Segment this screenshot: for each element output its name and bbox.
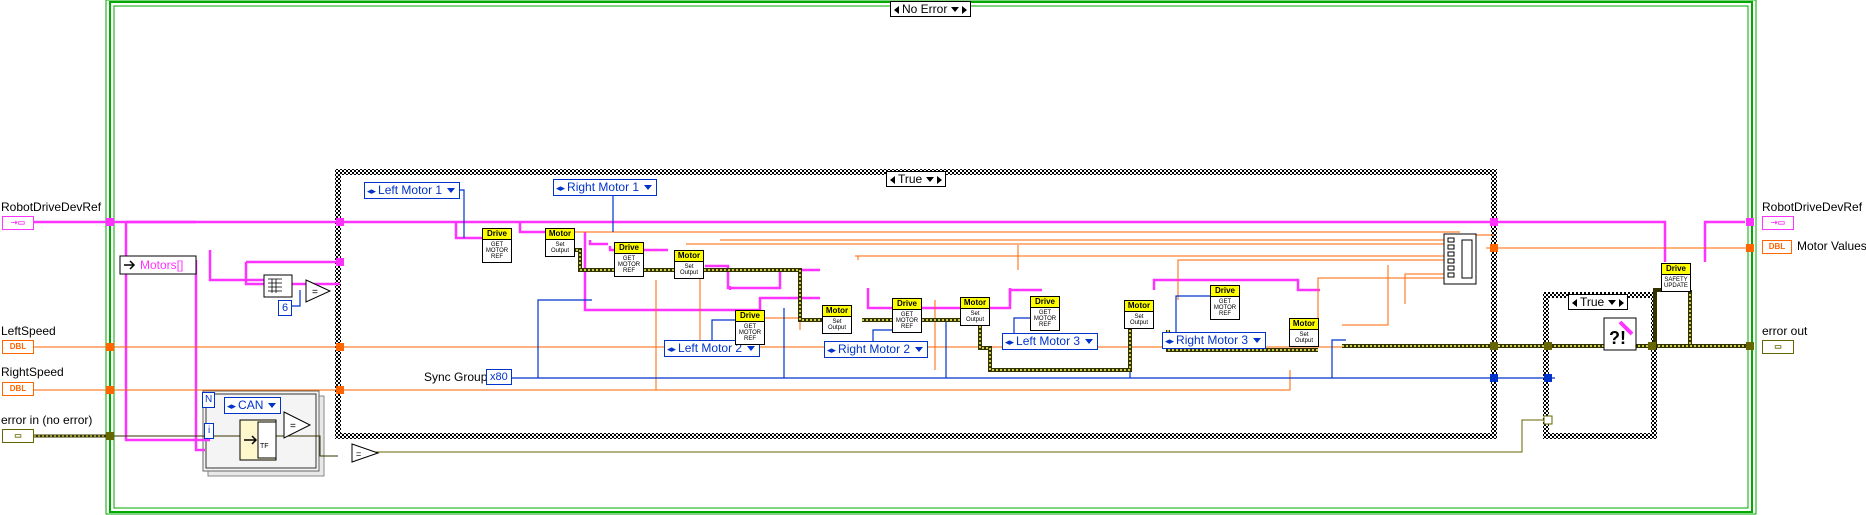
left-speed-label: LeftSpeed (1, 324, 56, 338)
robot-drive-ref-out-terminal[interactable]: ⇢▭ (1762, 216, 1794, 230)
loop-count-terminal[interactable]: N (202, 392, 216, 408)
equal-node-bottom[interactable]: = (283, 411, 312, 439)
svg-text:TF: TF (260, 443, 269, 450)
prev-case-icon[interactable] (1572, 298, 1577, 307)
not-node[interactable]: = (351, 443, 380, 463)
right-speed-terminal[interactable]: DBL (2, 382, 34, 396)
robot-drive-ref-out-label: RobotDriveDevRef (1762, 200, 1863, 214)
right-speed-label: RightSpeed (1, 365, 64, 379)
sync-group-label: Sync Group (424, 370, 488, 384)
int-wires (282, 189, 1555, 379)
tunnels (106, 218, 1754, 440)
right-case-structure[interactable] (1543, 292, 1657, 439)
chevron-down-icon[interactable] (1608, 300, 1617, 306)
error-handler-node[interactable]: ?! (1603, 317, 1637, 351)
outer-case-selector[interactable]: No Error (890, 1, 972, 17)
right-motor-3-enum[interactable]: ◂▸Right Motor 3 (1162, 332, 1267, 349)
equal-node-top[interactable]: = (305, 279, 332, 303)
prev-case-icon[interactable] (890, 175, 895, 184)
svg-text:=: = (290, 421, 296, 432)
robot-drive-ref-in-label: RobotDriveDevRef (1, 200, 102, 214)
error-out-label: error out (1762, 324, 1808, 338)
constant-six[interactable]: 6 (278, 300, 293, 316)
left-speed-terminal[interactable]: DBL (2, 340, 34, 354)
loop-iteration-terminal: i (204, 423, 215, 439)
next-case-icon[interactable] (1619, 298, 1625, 307)
chevron-down-icon (1085, 339, 1094, 345)
right-motor-2-enum[interactable]: ◂▸Right Motor 2 (824, 341, 929, 358)
motors-unbundle-node[interactable] (119, 255, 197, 275)
left-motor-1-enum[interactable]: ◂▸Left Motor 1 (364, 182, 461, 199)
error-in-label: error in (no error) (1, 413, 93, 427)
next-case-icon[interactable] (962, 5, 968, 14)
motor-values-label: Motor Values (1797, 239, 1866, 253)
loop-cluster[interactable]: TF (239, 419, 277, 461)
sync-group-constant[interactable]: x80 (486, 369, 512, 385)
error-in-terminal[interactable]: ▭ (2, 429, 34, 443)
svg-text:=: = (356, 449, 361, 459)
right-motor-1-enum[interactable]: ◂▸Right Motor 1 (553, 179, 658, 196)
chevron-down-icon (1253, 338, 1262, 344)
next-case-icon[interactable] (937, 175, 943, 184)
build-array-node[interactable] (1443, 233, 1477, 285)
left-motor-2-enum[interactable]: ◂▸Left Motor 2 (664, 340, 761, 357)
error-out-terminal[interactable]: ▭ (1762, 340, 1794, 354)
left-motor-3-enum[interactable]: ◂▸Left Motor 3 (1002, 333, 1099, 350)
prev-case-icon[interactable] (894, 5, 899, 14)
chevron-down-icon (644, 185, 653, 191)
chevron-down-icon (447, 188, 456, 194)
motor-values-terminal[interactable]: DBL (1762, 240, 1792, 254)
error-wires (34, 248, 1750, 457)
svg-text:=: = (312, 287, 318, 298)
chevron-down-icon[interactable] (951, 7, 960, 13)
chevron-down-icon (915, 347, 924, 353)
can-enum[interactable]: ◂▸CAN (224, 397, 282, 414)
chevron-down-icon (747, 346, 756, 352)
inner-case-selector[interactable]: True (886, 171, 947, 187)
index-array-node[interactable] (263, 274, 293, 298)
svg-text:?!: ?! (1609, 328, 1626, 348)
robot-drive-ref-in-terminal[interactable]: ⇢▭ (2, 216, 34, 230)
right-case-selector[interactable]: True (1568, 294, 1629, 310)
chevron-down-icon[interactable] (926, 177, 935, 183)
chevron-down-icon (268, 403, 277, 409)
motors-array-label: Motors[] (140, 258, 184, 272)
